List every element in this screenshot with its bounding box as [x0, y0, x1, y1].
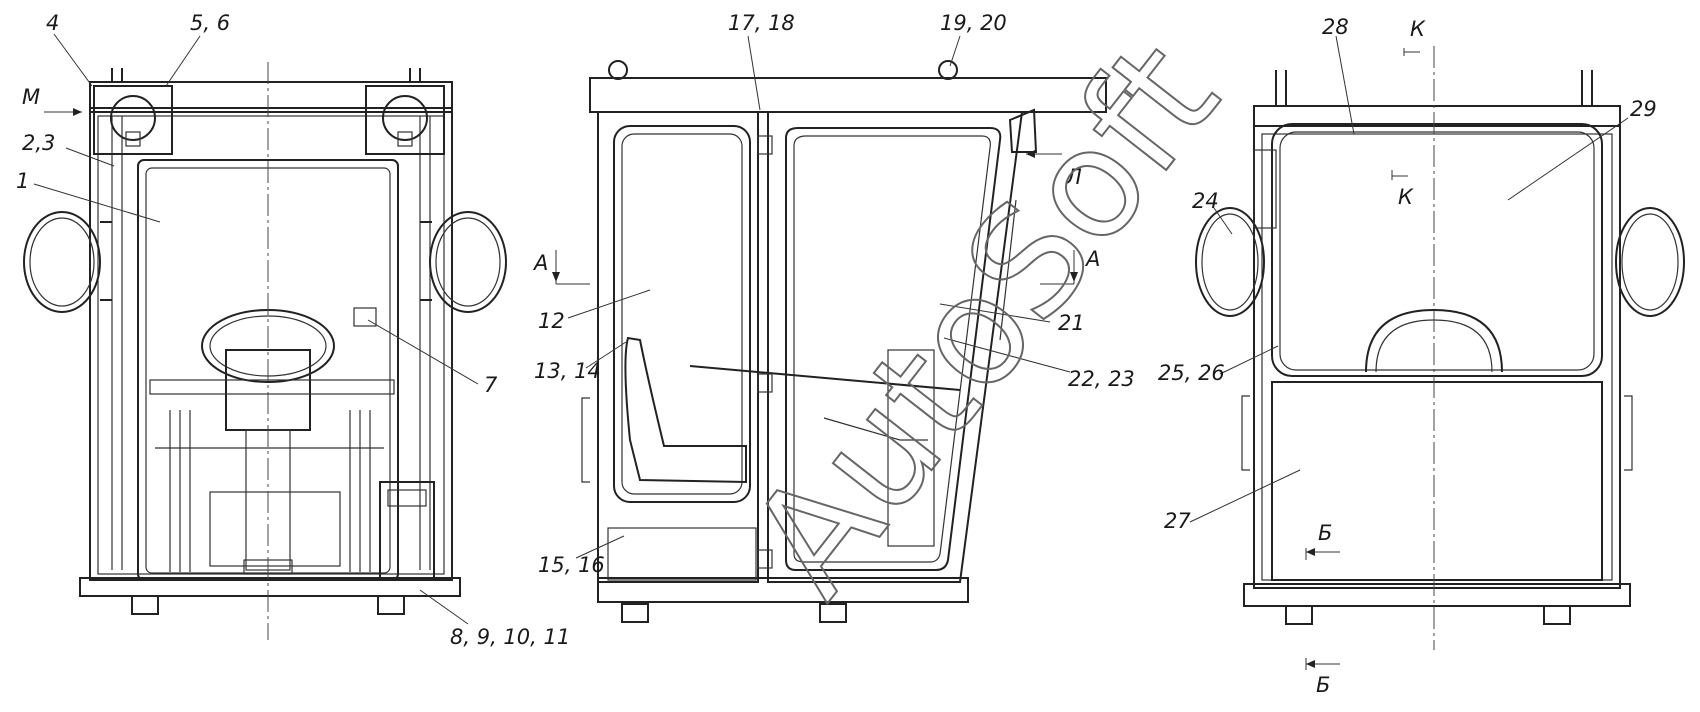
callout-section-B-bot: Б	[1316, 673, 1330, 697]
callout-view-L: Л	[1065, 165, 1082, 189]
callout-15-16: 15, 16	[538, 553, 605, 577]
callout-section-K-top: К	[1410, 17, 1426, 41]
callout-5-6: 5, 6	[190, 11, 230, 35]
callout-29: 29	[1630, 97, 1657, 121]
callout-17-18: 17, 18	[728, 11, 795, 35]
autosoft-watermark: AutoSoft	[718, 12, 1252, 627]
callout-2-3: 2,3	[22, 131, 55, 155]
callout-19-20: 19, 20	[940, 11, 1007, 35]
side-view	[552, 60, 1107, 623]
callout-1: 1	[16, 169, 29, 193]
callout-24: 24	[1192, 189, 1219, 213]
callout-22-23: 22, 23	[1068, 367, 1135, 391]
callout-12: 12	[538, 309, 565, 333]
callout-section-B-mid: Б	[1318, 521, 1332, 545]
callout-21: 21	[1058, 311, 1085, 335]
front-view-leaders	[33, 33, 479, 625]
callout-section-A-left: А	[532, 251, 548, 275]
callout-28: 28	[1322, 15, 1349, 39]
callout-section-K-mid: К	[1398, 185, 1414, 209]
front-view	[23, 62, 507, 640]
callout-4: 4	[46, 11, 59, 35]
side-view-leaders	[567, 35, 1071, 559]
rear-view	[1195, 46, 1685, 670]
callout-section-A-right: А	[1084, 247, 1100, 271]
callout-view-M: М	[22, 85, 40, 109]
callout-27: 27	[1164, 509, 1191, 533]
callout-13-14: 13, 14	[534, 359, 601, 383]
callout-7: 7	[484, 373, 498, 397]
callout-25-26: 25, 26	[1158, 361, 1225, 385]
callout-labels: 4 5, 6 М 2,3 1 7 8, 9, 10, 11 17, 18 19,…	[16, 11, 1657, 697]
rear-view-leaders	[1189, 35, 1629, 523]
callout-8-11: 8, 9, 10, 11	[450, 625, 570, 649]
